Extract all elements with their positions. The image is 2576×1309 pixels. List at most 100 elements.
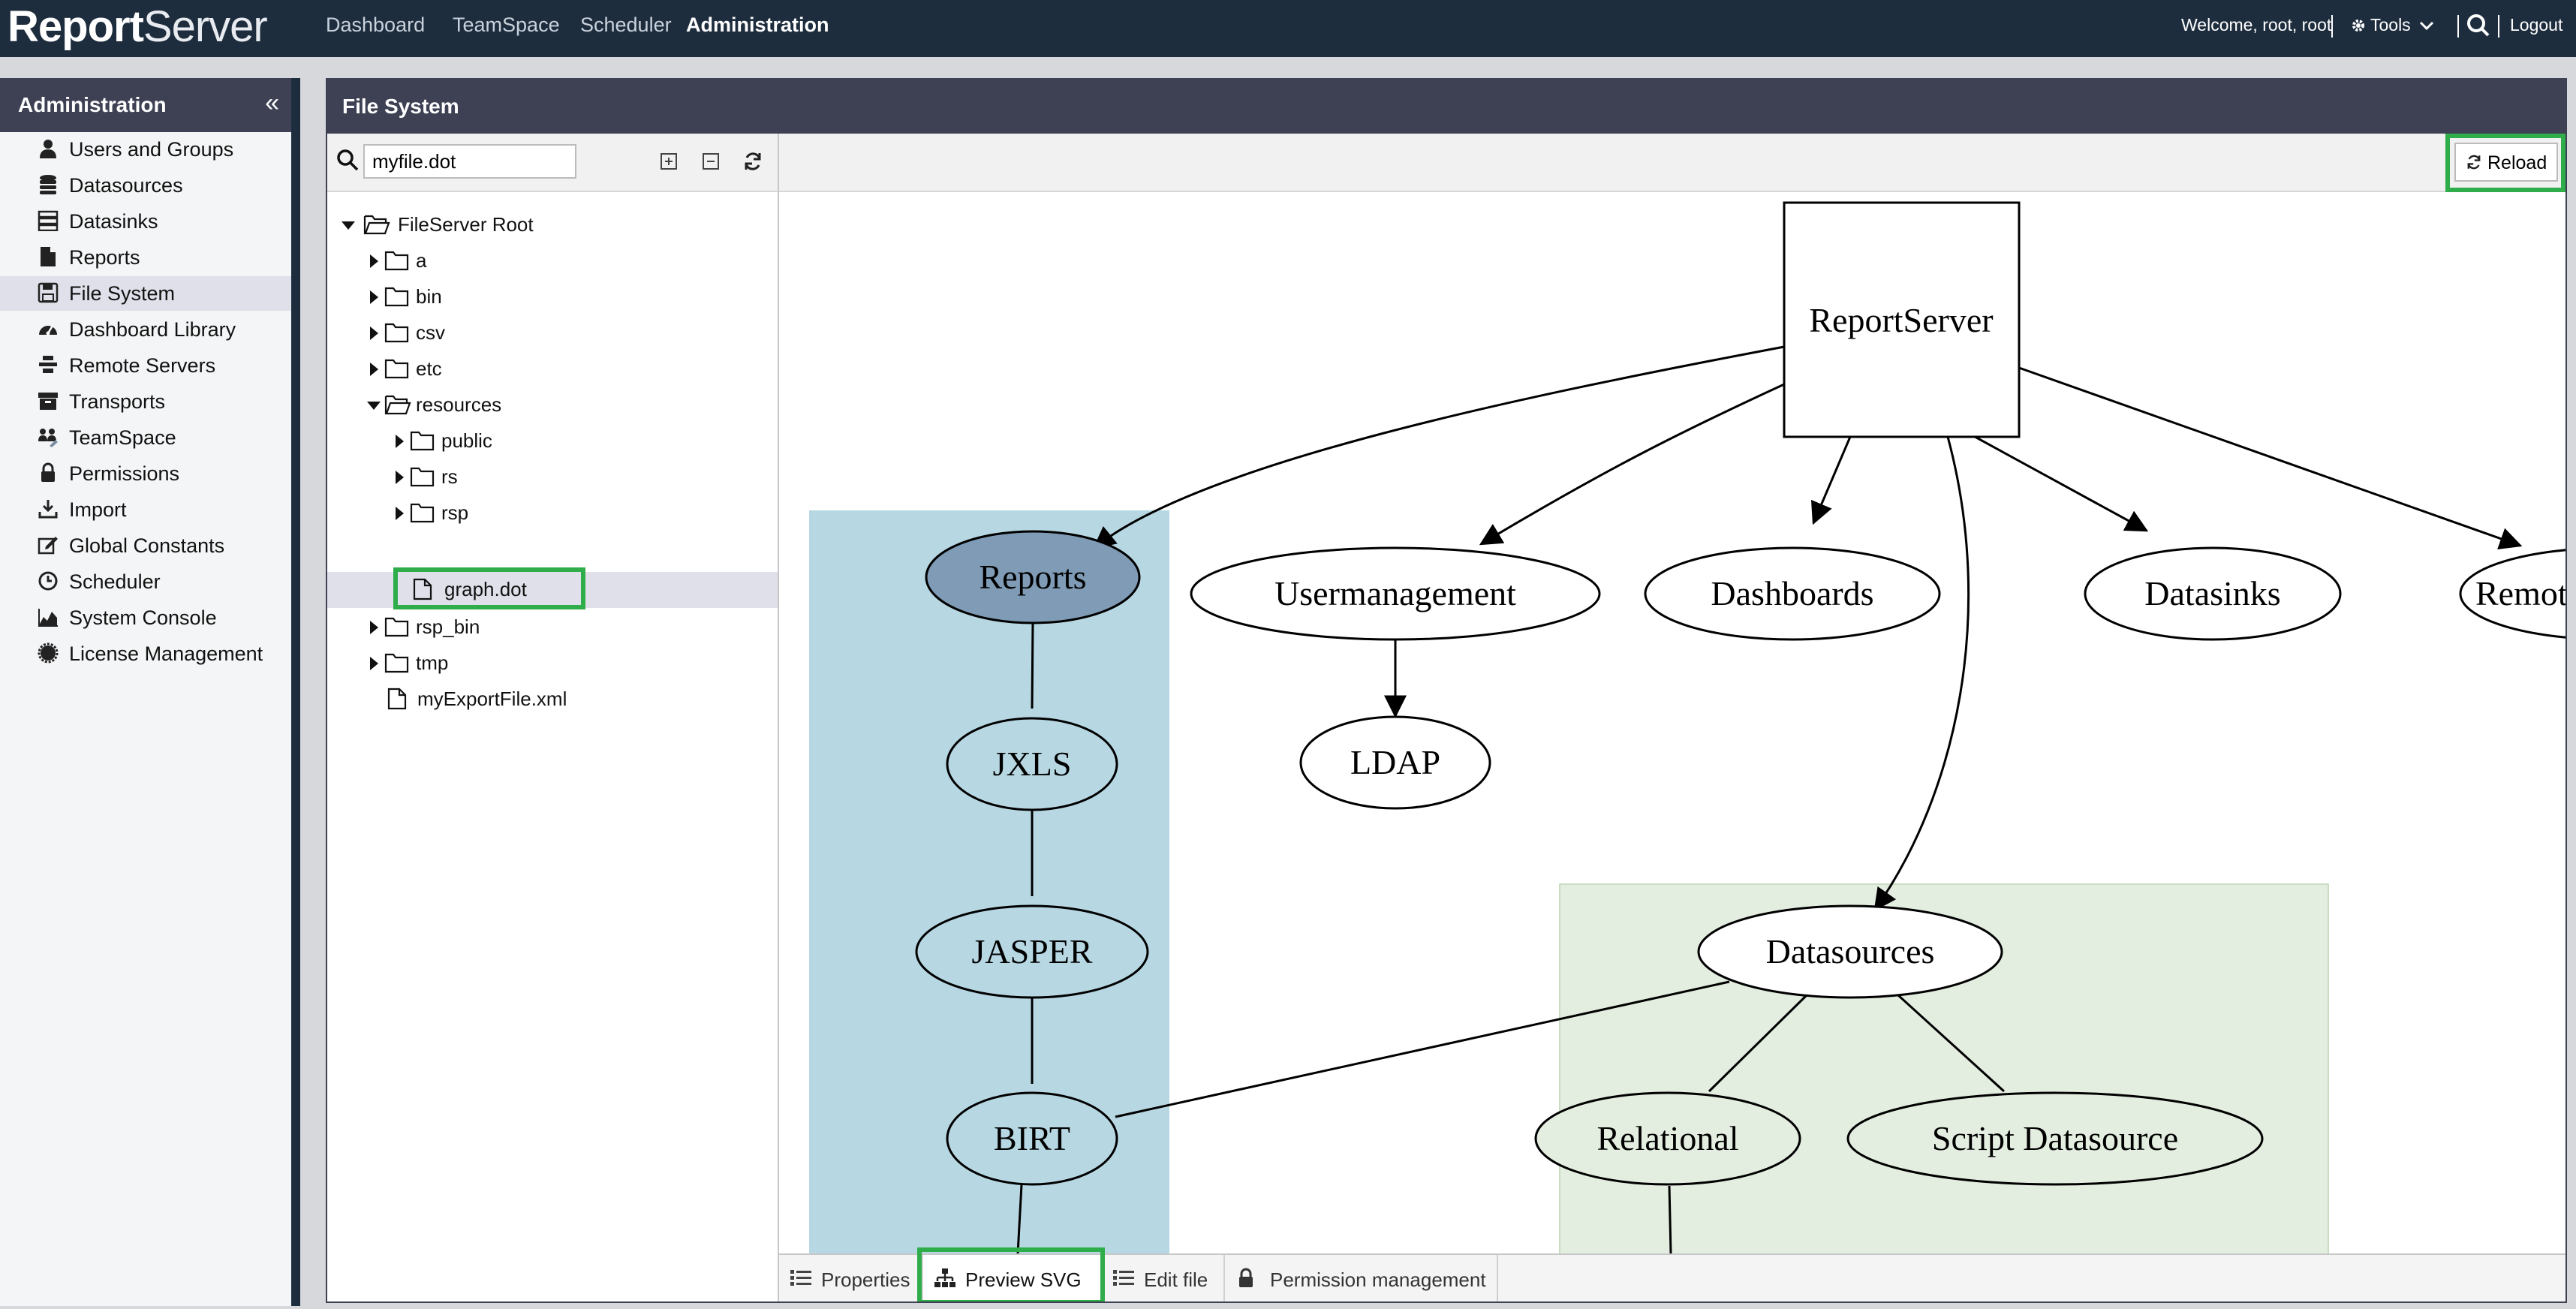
- tab-preview-svg[interactable]: Preview SVG: [923, 1255, 1102, 1301]
- collapse-icon[interactable]: «: [265, 89, 279, 117]
- divider: [2457, 15, 2459, 38]
- graph-node-reports: [925, 530, 1141, 624]
- file-tree-pane: FileServer Root a bin csv etc resources: [327, 134, 779, 1301]
- graph-label-dashboards: Dashboards: [1711, 574, 1873, 612]
- search-icon: [337, 149, 359, 171]
- graph-label-reportserver: ReportServer: [1809, 301, 1993, 339]
- search-icon[interactable]: [2466, 14, 2490, 41]
- sidebar-item-permissions[interactable]: Permissions: [0, 456, 291, 491]
- sidebar-item-system-console[interactable]: System Console: [0, 600, 291, 635]
- sidebar-item-label: Datasources: [69, 174, 183, 197]
- sidebar-item-transports[interactable]: Transports: [0, 384, 291, 419]
- divider: [2498, 15, 2499, 38]
- nav-teamspace[interactable]: TeamSpace: [453, 14, 560, 36]
- file-icon: [41, 247, 56, 266]
- dashboard-icon: [39, 325, 57, 336]
- nav-scheduler[interactable]: Scheduler: [580, 14, 672, 36]
- collapsed-arrow-icon: [396, 435, 404, 448]
- import-icon: [38, 500, 58, 519]
- nav-dashboard[interactable]: Dashboard: [326, 14, 426, 36]
- open-folder-icon: [363, 215, 390, 235]
- graph-node-jxls: [946, 717, 1118, 811]
- database-icon: [40, 175, 56, 194]
- sidebar-item-label: Remote Servers: [69, 354, 216, 377]
- sitemap-icon: [934, 1268, 955, 1287]
- sidebar-item-users-and-groups[interactable]: Users and Groups: [0, 132, 291, 167]
- sidebar-item-label: File System: [69, 282, 176, 305]
- sidebar-item-teamspace[interactable]: TeamSpace: [0, 420, 291, 455]
- graph-node-relational: [1534, 1091, 1801, 1186]
- sidebar-item-label: Datasinks: [69, 210, 158, 233]
- graph-node-ldap: [1299, 715, 1491, 810]
- archive-icon: [38, 393, 58, 410]
- sidebar-item-reports[interactable]: Reports: [0, 240, 291, 275]
- graph-node-dashboards: [1644, 546, 1941, 641]
- preview-toolbar: Reload: [779, 134, 2565, 192]
- graph-label-remote: Remot: [2475, 574, 2565, 612]
- folder-icon: [384, 617, 409, 637]
- refresh-icon[interactable]: [742, 150, 764, 173]
- panel-title: File System: [342, 95, 459, 118]
- file-icon: [387, 688, 407, 710]
- expand-all-icon[interactable]: [658, 150, 680, 173]
- reload-button[interactable]: Reload: [2454, 143, 2558, 182]
- sidebar-item-import[interactable]: Import: [0, 492, 291, 527]
- clock-icon: [38, 571, 58, 591]
- tree-node-label: a: [416, 249, 427, 272]
- file-system-panel: File System FileServer Root a bin: [326, 78, 2567, 1303]
- chart-icon: [38, 609, 58, 627]
- graph-node-datasinks: [2084, 546, 2342, 641]
- file-search-input[interactable]: [363, 144, 576, 179]
- folder-icon: [384, 287, 409, 307]
- reload-label: Reload: [2487, 152, 2547, 173]
- graph-svg: ReportServer Reports Usermanagement Dash…: [809, 201, 2565, 1253]
- tree-node-label: graph.dot: [444, 578, 527, 600]
- chevron-down-icon: [2420, 21, 2434, 31]
- logout-link[interactable]: Logout: [2510, 15, 2563, 35]
- sidebar-item-datasinks[interactable]: Datasinks: [0, 204, 291, 239]
- sidebar-item-label: Users and Groups: [69, 138, 234, 161]
- sidebar-item-label: TeamSpace: [69, 426, 176, 449]
- top-navigation-bar: ReportServer Dashboard TeamSpace Schedul…: [0, 0, 2576, 57]
- tree-node-label: etc: [416, 357, 442, 380]
- sidebar-item-datasources[interactable]: Datasources: [0, 168, 291, 203]
- remote-server-icon: [39, 356, 57, 373]
- administration-panel: Administration « Users and Groups Dataso…: [0, 78, 300, 1306]
- graph-label-jasper: JASPER: [971, 932, 1092, 970]
- graph-label-jxls: JXLS: [993, 745, 1072, 783]
- sidebar-item-label: Dashboard Library: [69, 318, 236, 341]
- tab-permission-management[interactable]: Permission management: [1225, 1255, 1498, 1301]
- tree-node-label: csv: [416, 321, 445, 344]
- folder-icon: [384, 359, 409, 379]
- user-icon: [40, 140, 56, 158]
- nav-administration[interactable]: Administration: [686, 14, 829, 36]
- certificate-icon: [38, 642, 59, 664]
- file-preview-pane: Reload: [779, 134, 2565, 1301]
- folder-icon: [384, 653, 409, 673]
- tab-label: Preview SVG: [965, 1268, 1082, 1291]
- lock-icon: [1239, 1268, 1253, 1287]
- file-system-header: File System: [327, 80, 2565, 134]
- list-icon: [1113, 1270, 1134, 1286]
- graph-node-remote: [2459, 549, 2565, 639]
- sidebar-item-label: Import: [69, 498, 127, 521]
- tools-menu[interactable]: Tools: [2351, 15, 2435, 35]
- sidebar-item-scheduler[interactable]: Scheduler: [0, 564, 291, 599]
- file-tabs-bar: Properties Preview SVG Edit file Permiss…: [779, 1247, 2565, 1301]
- collapsed-arrow-icon: [370, 254, 378, 268]
- collapsed-arrow-icon: [396, 471, 404, 484]
- reportserver-logo[interactable]: ReportServer: [8, 2, 268, 53]
- tab-properties[interactable]: Properties: [779, 1255, 923, 1301]
- collapse-all-icon[interactable]: [700, 150, 722, 173]
- sidebar-item-dashboard-library[interactable]: Dashboard Library: [0, 312, 291, 347]
- graph-node-reportserver: [1783, 201, 2021, 438]
- panel-title: Administration: [18, 93, 167, 116]
- selected-row-highlight: [327, 572, 778, 608]
- sidebar-item-global-constants[interactable]: Global Constants: [0, 528, 291, 563]
- sidebar-item-remote-servers[interactable]: Remote Servers: [0, 348, 291, 383]
- tab-edit-file[interactable]: Edit file: [1102, 1255, 1225, 1301]
- sidebar-item-file-system[interactable]: File System: [0, 276, 291, 311]
- file-icon: [413, 578, 432, 600]
- graph-label-reports: Reports: [979, 558, 1086, 596]
- sidebar-item-license-management[interactable]: License Management: [0, 636, 291, 671]
